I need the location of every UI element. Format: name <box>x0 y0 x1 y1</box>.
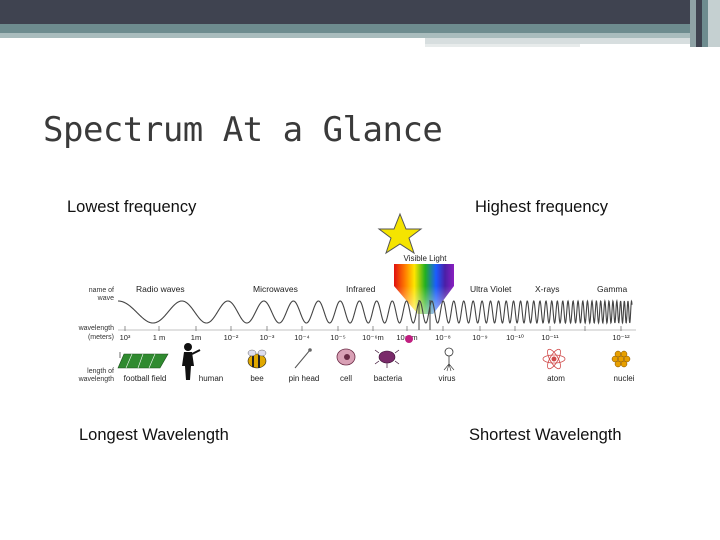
row-label-length-of-wavelength: length of <box>87 368 114 375</box>
object-label: cell <box>340 374 352 383</box>
atom-icon <box>543 347 565 370</box>
visible-light-band <box>394 264 454 286</box>
cell-icon <box>337 349 355 365</box>
tick-label: 10⁻¹² <box>612 333 630 342</box>
object-label: virus <box>439 374 456 383</box>
svg-text:wavelength: wavelength <box>78 376 115 383</box>
row-label-name-of-wave: name of <box>89 287 114 294</box>
band-x-rays: X-rays <box>535 284 560 294</box>
tick-label: 10⁻⁵ <box>330 333 345 342</box>
nuclei-icon <box>612 351 630 367</box>
football-field-icon <box>118 352 168 368</box>
band-ultra-violet: Ultra Violet <box>470 284 512 294</box>
visible-light-label: Visible Light <box>404 254 448 263</box>
human-icon <box>182 343 200 380</box>
tick-label: 10⁻⁶m <box>362 333 384 342</box>
object-label: football field <box>124 374 167 383</box>
tick-label: 1m <box>191 333 201 342</box>
tick-label: 10⁻² <box>224 333 239 342</box>
bee-icon <box>248 350 266 368</box>
wave-line <box>118 301 632 323</box>
virus-icon <box>444 348 454 371</box>
svg-text:(meters): (meters) <box>88 334 114 341</box>
tick-label: 10⁻³ <box>260 333 275 342</box>
tick-label: 10⁻⁸ <box>435 333 450 342</box>
svg-text:wave: wave <box>97 295 114 302</box>
band-infrared: Infrared <box>346 284 376 294</box>
object-label: pin head <box>289 374 320 383</box>
object-label: atom <box>547 374 565 383</box>
tick-label: 10⁻¹¹ <box>541 333 559 342</box>
tick-label: 10⁻¹⁰ <box>506 333 524 342</box>
object-label: bee <box>250 374 264 383</box>
object-label: bacteria <box>374 374 403 383</box>
object-label: human <box>199 374 223 383</box>
row-label-wavelength: wavelength <box>78 325 115 332</box>
tick-label: 10⁻⁹ <box>472 333 488 342</box>
band-radio-waves: Radio waves <box>136 284 185 294</box>
star-icon <box>379 214 421 253</box>
tick-label: 10³ <box>120 333 131 342</box>
tick-label: 1 m <box>153 333 166 342</box>
tick-label: 10⁻⁴ <box>294 333 310 342</box>
object-label: nuclei <box>614 374 635 383</box>
band-gamma: Gamma <box>597 284 628 294</box>
pin-head-icon <box>295 348 312 368</box>
band-microwaves: Microwaves <box>253 284 298 294</box>
